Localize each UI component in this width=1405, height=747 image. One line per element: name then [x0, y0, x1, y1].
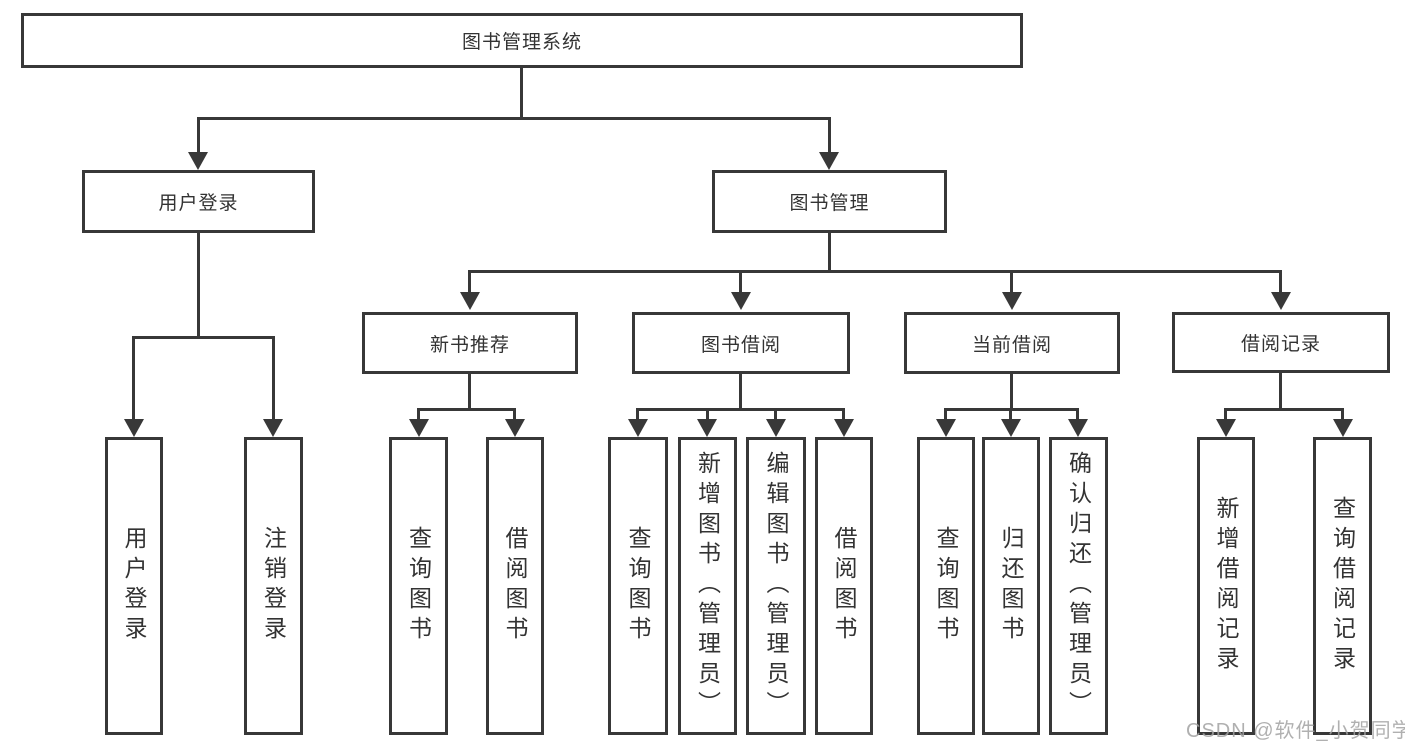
- node-label: 图书借阅: [700, 334, 781, 356]
- node-current-borrowing: 当前借阅: [904, 312, 1120, 374]
- arrow-down-icon: [936, 419, 956, 437]
- connector-line: [417, 408, 516, 411]
- node-label: 查询图书: [405, 526, 432, 646]
- node-label: 查询借阅记录: [1329, 496, 1356, 676]
- node-library-management-system: 图书管理系统: [21, 13, 1023, 68]
- node-label: 查询图书: [933, 526, 959, 646]
- node-label: 用户登录: [121, 526, 147, 646]
- arrow-down-icon: [124, 419, 144, 437]
- node-label: 查询图书: [625, 526, 651, 646]
- connector-line: [842, 408, 845, 422]
- connector-line: [944, 408, 947, 422]
- node-user-login: 用户登录: [82, 170, 315, 233]
- arrow-down-icon: [697, 419, 717, 437]
- connector-line: [1076, 408, 1079, 422]
- arrow-down-icon: [1333, 419, 1353, 437]
- node-leaf-logout: 注销登录: [244, 437, 303, 735]
- arrow-down-icon: [731, 292, 751, 310]
- node-label: 注销登录: [260, 526, 287, 646]
- node-leaf-borrow-books: 借阅图书: [815, 437, 873, 735]
- connector-line: [468, 270, 471, 294]
- node-label: 当前借阅: [971, 334, 1052, 356]
- node-label: 借阅图书: [502, 526, 528, 646]
- connector-line: [133, 336, 275, 339]
- connector-line: [1010, 374, 1013, 408]
- node-label: 新增借阅记录: [1213, 496, 1239, 676]
- arrow-down-icon: [1001, 419, 1021, 437]
- node-label: 借阅图书: [831, 526, 857, 646]
- connector-line: [1279, 373, 1282, 408]
- node-leaf-add-books-admin: 新增图书（管理员）: [678, 437, 737, 735]
- node-leaf-confirm-return-admin: 确认归还（管理员）: [1049, 437, 1108, 735]
- node-leaf-return-books: 归还图书: [982, 437, 1040, 735]
- arrow-down-icon: [263, 419, 283, 437]
- node-book-borrowing: 图书借阅: [632, 312, 850, 374]
- arrow-down-icon: [766, 419, 786, 437]
- node-leaf-borrow-books-recommend: 借阅图书: [486, 437, 544, 735]
- arrow-down-icon: [628, 419, 648, 437]
- node-leaf-query-books-borrowing: 查询图书: [608, 437, 668, 735]
- node-borrowing-records: 借阅记录: [1172, 312, 1390, 373]
- arrow-down-icon: [409, 419, 429, 437]
- connector-line: [1226, 408, 1343, 411]
- node-leaf-edit-books-admin: 编辑图书（管理员）: [746, 437, 806, 735]
- node-label: 编辑图书（管理员）: [763, 451, 789, 721]
- connector-line: [739, 374, 742, 408]
- node-label: 图书管理系统: [461, 32, 582, 53]
- node-leaf-add-borrow-record: 新增借阅记录: [1197, 437, 1255, 735]
- node-label: 用户登录: [158, 193, 239, 214]
- node-leaf-query-books-recommend: 查询图书: [389, 437, 448, 735]
- connector-line: [828, 117, 831, 155]
- arrow-down-icon: [1271, 292, 1291, 310]
- node-label: 借阅记录: [1240, 334, 1321, 355]
- connector-line: [1279, 270, 1282, 294]
- arrow-down-icon: [460, 292, 480, 310]
- arrow-down-icon: [1002, 292, 1022, 310]
- connector-line: [706, 408, 709, 422]
- node-label: 新书推荐: [429, 334, 510, 356]
- csdn-watermark: CSDN @软件_小贺同学: [1186, 720, 1405, 742]
- connector-line: [470, 270, 1282, 273]
- connector-line: [197, 117, 200, 155]
- connector-line: [272, 336, 275, 421]
- node-label: 图书管理: [789, 193, 870, 214]
- connector-line: [520, 68, 523, 117]
- connector-line: [946, 408, 1078, 411]
- arrow-down-icon: [834, 419, 854, 437]
- connector-line: [828, 233, 831, 273]
- arrow-down-icon: [505, 419, 525, 437]
- connector-line: [468, 374, 471, 408]
- connector-line: [638, 408, 844, 411]
- connector-line: [417, 408, 420, 422]
- arrow-down-icon: [1216, 419, 1236, 437]
- arrow-down-icon: [819, 152, 839, 170]
- connector-line: [1341, 408, 1344, 422]
- node-label: 新增图书（管理员）: [694, 451, 721, 721]
- arrow-down-icon: [188, 152, 208, 170]
- connector-line: [513, 408, 516, 422]
- node-leaf-query-borrow-record: 查询借阅记录: [1313, 437, 1372, 735]
- node-leaf-query-books-current: 查询图书: [917, 437, 975, 735]
- node-label: 确认归还（管理员）: [1065, 451, 1092, 721]
- node-book-management: 图书管理: [712, 170, 947, 233]
- connector-line: [1010, 270, 1013, 294]
- node-label: 归还图书: [998, 526, 1024, 646]
- connector-line: [1009, 408, 1012, 422]
- connector-line: [636, 408, 639, 422]
- connector-line: [197, 117, 831, 120]
- arrow-down-icon: [1068, 419, 1088, 437]
- node-new-book-recommend: 新书推荐: [362, 312, 578, 374]
- node-leaf-user-login: 用户登录: [105, 437, 163, 735]
- connector-line: [132, 336, 135, 421]
- connector-line: [1224, 408, 1227, 422]
- connector-line: [739, 270, 742, 294]
- connector-line: [197, 233, 200, 339]
- connector-line: [774, 408, 777, 422]
